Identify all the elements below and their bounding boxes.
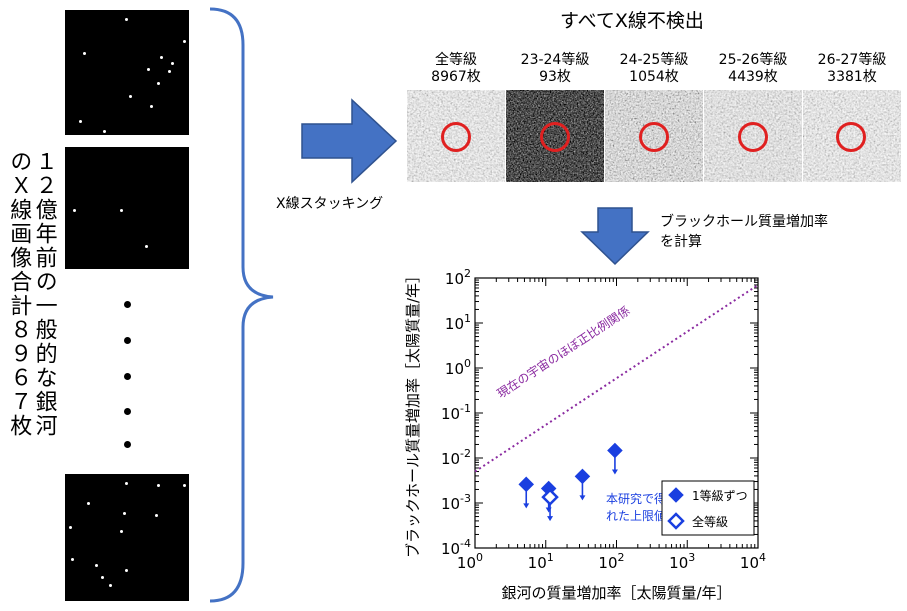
panel-label-name: 26-27等級	[817, 52, 887, 68]
x-tick-label: 101	[528, 551, 554, 572]
x-axis-label: 銀河の質量増加率［太陽質量/年］	[501, 584, 731, 602]
upper-limit-arrowhead	[523, 503, 530, 509]
xray-thumbnail-middle	[65, 147, 189, 269]
y-tick-label: 10-4	[441, 537, 471, 558]
panel-label-count: 8967枚	[431, 69, 481, 85]
left-vertical-caption: １２億年前の一般的な銀河のＸ線画像合計８９６７枚	[6, 150, 57, 438]
calc-label-line1: ブラックホール質量増加率	[660, 214, 828, 230]
y-tick-label: 102	[445, 267, 471, 288]
y-tick-label: 10-3	[441, 492, 471, 513]
target-circle	[738, 122, 768, 152]
panel-label-name: 23-24等級	[520, 52, 590, 68]
x-tick-label: 100	[457, 551, 483, 572]
y-tick-label: 101	[445, 312, 471, 333]
target-circle	[441, 122, 471, 152]
reference-line	[474, 284, 759, 473]
panel-label-count: 4439枚	[728, 69, 778, 85]
ellipsis-dot	[124, 441, 131, 448]
ellipsis-dot	[124, 408, 131, 415]
target-circle	[540, 122, 570, 152]
legend-label: 全等級	[692, 514, 728, 529]
y-tick-label: 10-2	[441, 447, 471, 468]
grouping-brace	[209, 7, 274, 603]
xray-thumbnail-bottom	[65, 474, 189, 601]
target-circle	[836, 122, 866, 152]
ellipsis-dot	[124, 301, 131, 308]
data-point-filled	[607, 442, 623, 459]
data-point-filled	[574, 468, 591, 485]
panel-label-count: 93枚	[539, 69, 571, 85]
xray-thumbnail-top	[65, 10, 189, 135]
y-tick-label: 100	[445, 357, 471, 378]
stacking-label: X線スタッキング	[276, 196, 384, 212]
down-arrow-icon	[580, 207, 650, 266]
calc-label-line2: を計算	[660, 234, 702, 250]
bhar-vs-sfr-chart: 100 101 102 103 104 10-4 10-3 10-2 10-1 100 101 102…	[404, 267, 766, 602]
x-tick-label: 102	[598, 551, 624, 572]
upper-limit-arrowhead	[547, 516, 554, 522]
x-tick-label: 103	[669, 551, 695, 572]
upper-limit-arrowhead	[611, 469, 618, 475]
data-point-filled	[518, 476, 535, 493]
panel-label-count: 3381枚	[827, 69, 877, 85]
legend-label: 1等級ずつ	[692, 489, 748, 503]
ellipsis-dot	[124, 373, 131, 380]
data-point-open	[541, 488, 559, 506]
panel-label-name: 全等級	[435, 52, 477, 68]
legend-open-diamond	[667, 512, 685, 530]
annotation-line2: れた上限値	[606, 508, 666, 523]
y-tick-label: 10-1	[441, 402, 471, 423]
panel-label-name: 24-25等級	[619, 52, 689, 68]
panel-label-name: 25-26等級	[718, 52, 788, 68]
panel-label-count: 1054枚	[629, 69, 679, 85]
reference-line-label: 現在の宇宙のほぼ正比例関係	[494, 303, 633, 401]
target-circle	[639, 122, 669, 152]
ellipsis-dot	[124, 337, 131, 344]
annotation-line1: 本研究で得ら	[606, 491, 678, 506]
y-axis-label: ブラックホール質量増加率［太陽質量/年］	[404, 268, 422, 558]
upper-limit-arrowhead	[579, 495, 586, 501]
x-tick-label: 104	[740, 551, 766, 572]
top-title: すべてX線不検出	[560, 10, 704, 32]
legend-filled-diamond	[668, 487, 684, 503]
right-arrow-icon	[301, 98, 398, 184]
calc-label: ブラックホール質量増加率 を計算	[660, 212, 828, 252]
